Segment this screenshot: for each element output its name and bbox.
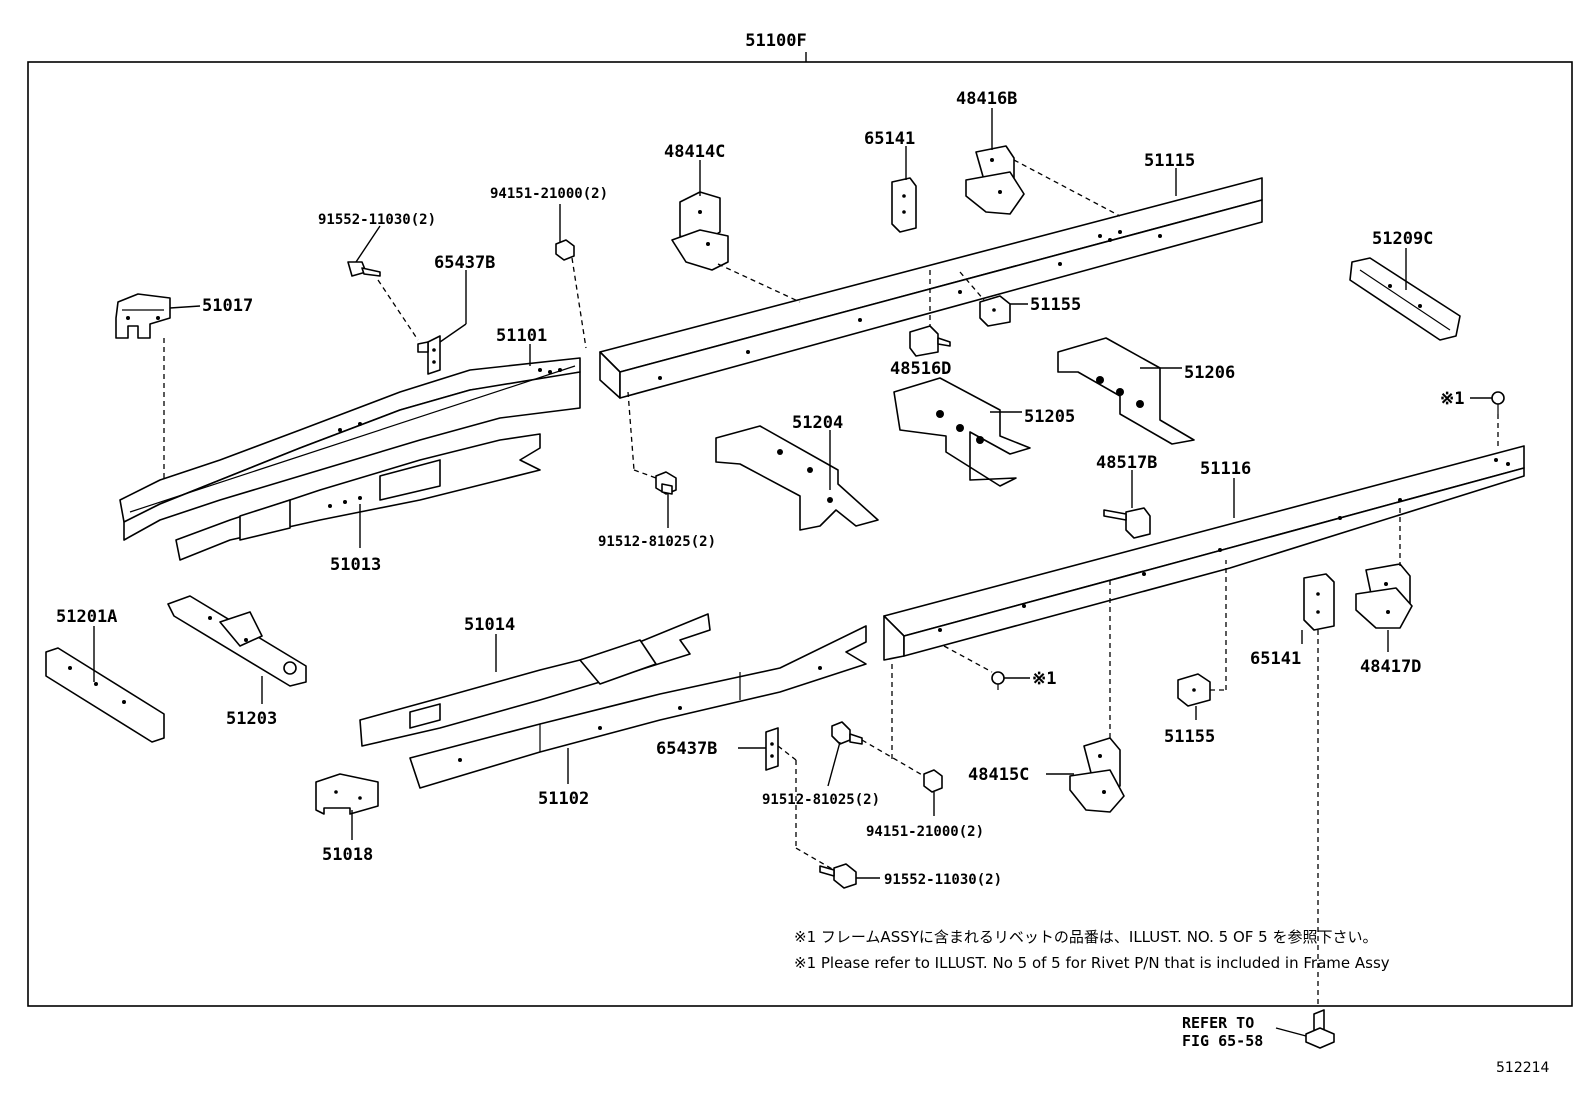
callout-51205[interactable]: 51205 [1024,407,1075,427]
callout-65437B-lower[interactable]: 65437B [656,739,717,759]
callout-51209C[interactable]: 51209C [1372,229,1433,249]
part-51013[interactable] [175,433,541,561]
part-51101[interactable] [119,357,581,541]
callout-48516D[interactable]: 48516D [890,359,951,379]
part-51203[interactable] [167,595,307,687]
part-51155-lower[interactable] [1177,673,1211,707]
callout-48416B[interactable]: 48416B [956,89,1017,109]
callout-51201A[interactable]: 51201A [56,607,117,627]
callout-48415C[interactable]: 48415C [968,765,1029,785]
callout-51204[interactable]: 51204 [792,413,843,433]
part-51209C[interactable] [1349,257,1461,341]
callout-rivet-1-upper[interactable]: ※1 [1440,389,1464,409]
part-refer-bolt[interactable] [1305,1009,1335,1049]
part-94151-21000-upper[interactable] [555,239,575,261]
callout-51017[interactable]: 51017 [202,296,253,316]
part-91512-81025-lower[interactable] [831,721,863,745]
figure-id: 512214 [1496,1060,1550,1076]
callout-65141-upper[interactable]: 65141 [864,129,915,149]
part-91512-81025-upper[interactable] [655,471,677,495]
assembly-frame [27,61,1573,1007]
callout-51102[interactable]: 51102 [538,789,589,809]
part-rivet-lower[interactable] [991,671,1005,690]
callout-91552-11030-lower[interactable]: 91552-11030(2) [884,872,1002,888]
note-japanese: ※1 フレームASSYに含まれるリベットの品番は、ILLUST. NO. 5 O… [794,928,1378,946]
callout-91512-81025-lower[interactable]: 91512-81025(2) [762,792,880,808]
part-51115[interactable] [599,177,1263,399]
part-48416B[interactable] [965,145,1025,215]
part-65437B-lower[interactable] [765,727,779,771]
part-rivet-upper[interactable] [1491,391,1505,414]
refer-to-line2[interactable]: FIG 65-58 [1182,1032,1263,1050]
part-48516D[interactable] [909,325,951,357]
callout-94151-21000-upper[interactable]: 94151-21000(2) [490,186,608,202]
part-51205[interactable] [893,377,1031,487]
callout-51155-upper[interactable]: 51155 [1030,295,1081,315]
callout-48417D[interactable]: 48417D [1360,657,1421,677]
part-51014[interactable] [359,613,711,747]
callout-51018[interactable]: 51018 [322,845,373,865]
part-51017[interactable] [115,293,171,339]
callout-48414C[interactable]: 48414C [664,142,725,162]
part-51201A[interactable] [45,647,165,743]
assembly-label[interactable]: 51100F [745,31,806,51]
part-94151-21000-lower[interactable] [923,769,943,793]
part-48517B[interactable] [1103,507,1151,539]
part-48417D[interactable] [1355,563,1413,629]
callout-51013[interactable]: 51013 [330,555,381,575]
callout-51155-lower[interactable]: 51155 [1164,727,1215,747]
part-65141-lower[interactable] [1303,573,1335,631]
part-51155-upper[interactable] [979,295,1011,327]
callout-51206[interactable]: 51206 [1184,363,1235,383]
part-65141-upper[interactable] [891,177,917,233]
callout-51014[interactable]: 51014 [464,615,515,635]
part-51116[interactable] [883,445,1525,661]
callout-65437B-upper[interactable]: 65437B [434,253,495,273]
part-48415C[interactable] [1069,737,1125,813]
callout-rivet-1-lower[interactable]: ※1 [1032,669,1056,689]
part-91552-11030-upper[interactable] [347,261,381,277]
note-english: ※1 Please refer to ILLUST. No 5 of 5 for… [794,954,1390,972]
part-91552-11030-lower[interactable] [819,863,857,889]
part-65437B-upper[interactable] [417,335,441,375]
refer-to-line1[interactable]: REFER TO [1182,1014,1254,1032]
callout-94151-21000-lower[interactable]: 94151-21000(2) [866,824,984,840]
callout-51115[interactable]: 51115 [1144,151,1195,171]
callout-91552-11030-upper[interactable]: 91552-11030(2) [318,212,436,228]
callout-91512-81025-upper[interactable]: 91512-81025(2) [598,534,716,550]
callout-51101[interactable]: 51101 [496,326,547,346]
callout-48517B[interactable]: 48517B [1096,453,1157,473]
callout-51116[interactable]: 51116 [1200,459,1251,479]
part-51018[interactable] [315,773,379,815]
part-48414C[interactable] [671,191,729,271]
callout-65141-lower[interactable]: 65141 [1250,649,1301,669]
part-51102[interactable] [409,625,867,789]
part-51204[interactable] [715,425,879,531]
part-51206[interactable] [1057,337,1195,445]
callout-51203[interactable]: 51203 [226,709,277,729]
leader-lines [93,108,1499,1037]
